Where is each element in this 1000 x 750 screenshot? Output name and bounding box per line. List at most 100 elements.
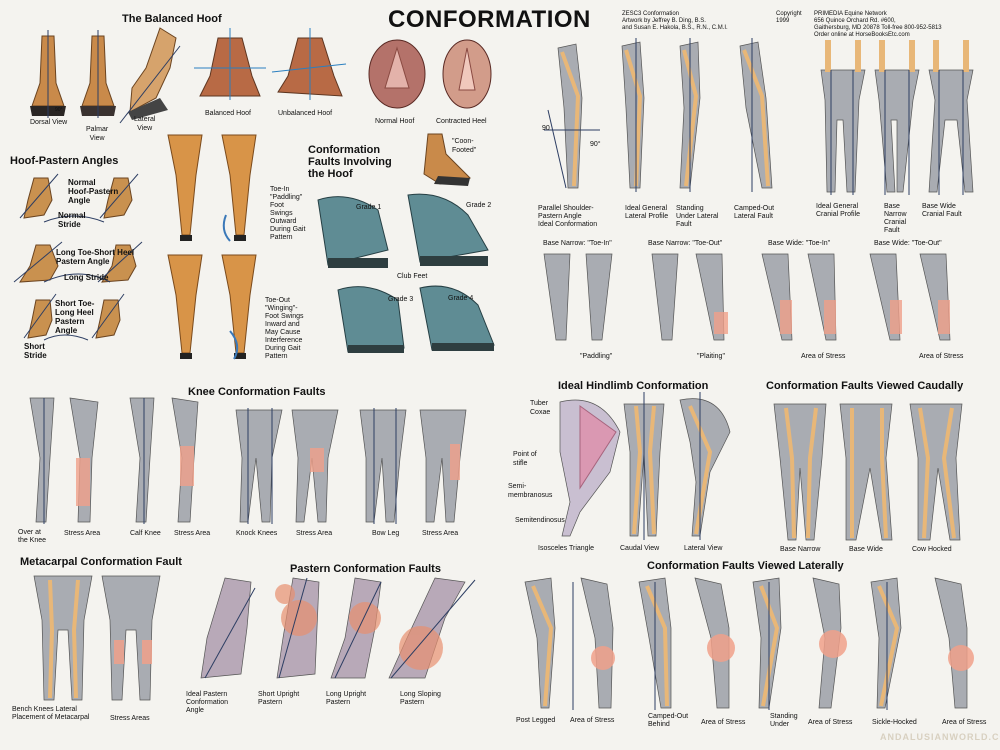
caudal-base-wide-label: Base Wide	[849, 546, 883, 553]
publisher-address: PRIMEDIA Equine Network 656 Quince Orcha…	[814, 11, 942, 38]
short-upright-label: Short Upright Pastern	[258, 691, 300, 706]
hindlimb-illustration	[559, 392, 731, 540]
toe-in-label: Toe-In "Paddling" Foot Swings Outward Du…	[270, 186, 306, 241]
pastern-heading: Pastern Conformation Faults	[290, 563, 441, 575]
standing-under-label: Standing Under Lateral Fault	[676, 205, 719, 228]
ideal-pastern-label: Ideal Pastern Conformation Angle	[186, 691, 229, 714]
lateral-view-hind-label: Lateral View	[684, 545, 723, 552]
bench-knees-label: Bench Knees Lateral Placement of Metacar…	[12, 706, 90, 721]
pastern-illustration	[200, 577, 476, 679]
knee-faults-illustration	[29, 397, 467, 524]
club-feet-label: Club Feet	[397, 273, 428, 280]
knee-stress-area-2: Stress Area	[174, 530, 211, 537]
grade-1-label: Grade 1	[356, 204, 382, 211]
cranial-profiles-illustration	[820, 40, 974, 195]
coon-footed-illustration	[423, 133, 472, 186]
coon-footed-label: "Coon- Footed"	[452, 138, 477, 154]
hoof-pastern-heading: Hoof-Pastern Angles	[10, 155, 119, 167]
metacarpal-stress-label: Stress Areas	[110, 715, 150, 722]
long-sloping-label: Long Sloping Pastern	[400, 691, 441, 706]
unbalanced-hoof-label: Unbalanced Hoof	[278, 110, 333, 117]
grade-2-label: Grade 2	[466, 202, 492, 209]
base-wide-toe-out-label: Base Wide: "Toe-Out"	[874, 240, 942, 247]
ideal-cranial-label: Ideal General Cranial Profile	[816, 203, 860, 218]
caudal-faults-illustration	[773, 403, 963, 541]
long-toe-label: Long Toe-Short Heel Pastern Angle	[56, 248, 135, 266]
long-stride-label: Long Stride	[64, 273, 109, 282]
publisher-credits: ZESC3 Conformation Artwork by Jeffrey B.…	[622, 11, 728, 31]
base-faults-illustration	[543, 253, 951, 341]
metacarpal-heading: Metacarpal Conformation Fault	[20, 556, 182, 568]
toe-faults-illustration	[167, 134, 257, 360]
short-toe-label: Short Toe- Long Heel Pastern Angle	[55, 299, 95, 335]
semitendinosus-label: Semitendinosus	[515, 517, 565, 524]
angle-90-label: 90	[542, 125, 550, 132]
base-narrow-toe-in-label: Base Narrow: "Toe-In"	[543, 240, 612, 247]
ideal-lateral-label: Ideal General Lateral Profile	[625, 205, 669, 220]
hoof-soles-illustration	[368, 39, 492, 109]
paddling-label: "Paddling"	[580, 353, 613, 360]
hoof-pastern-illustration	[13, 173, 143, 341]
cow-hocked-label: Cow Hocked	[912, 546, 952, 553]
base-wide-toe-in-label: Base Wide: "Toe-In"	[768, 240, 831, 247]
knee-stress-area-3: Stress Area	[296, 530, 333, 537]
normal-angle-label: Normal Hoof-Pastern Angle	[68, 178, 119, 205]
base-narrow-toe-out-label: Base Narrow: "Toe-Out"	[648, 240, 723, 247]
parallel-shoulder-label: Parallel Shoulder- Pastern Angle Ideal C…	[538, 205, 598, 228]
balanced-hoof-heading: The Balanced Hoof	[122, 13, 222, 25]
base-narrow-cranial-label: Base Narrow Cranial Fault	[884, 203, 907, 234]
tuber-coxae-label: Tuber Coxae	[530, 400, 551, 416]
over-at-knee-label: Over at the Knee	[18, 529, 47, 544]
knee-stress-area-1: Stress Area	[64, 530, 101, 537]
normal-hoof-label: Normal Hoof	[375, 118, 415, 125]
lateral-stress-area-1: Area of Stress	[570, 717, 615, 724]
grade-3-label: Grade 3	[388, 296, 414, 303]
standing-under-hind-label: Standing Under	[770, 713, 798, 728]
page-title: CONFORMATION	[388, 6, 591, 33]
semimembranosus-label: Semi- membranosus	[508, 483, 553, 499]
balanced-hoof-illustration	[30, 27, 347, 124]
watermark: ANDALUSIANWORLD.COM	[880, 732, 1000, 742]
hindlimb-heading: Ideal Hindlimb Conformation	[558, 380, 709, 392]
caudal-view-label: Caudal View	[620, 545, 660, 552]
normal-stride-label: Normal Stride	[58, 211, 86, 229]
knee-faults-heading: Knee Conformation Faults	[188, 386, 326, 398]
camped-out-behind-label: Camped-Out Behind	[648, 713, 689, 728]
post-legged-label: Post Legged	[516, 717, 556, 724]
balanced-hoof-label: Balanced Hoof	[205, 110, 251, 117]
area-of-stress-label-1: Area of Stress	[801, 353, 846, 360]
lateral-profiles-illustration	[544, 38, 773, 192]
plaiting-label: "Plaiting"	[697, 353, 725, 360]
base-wide-cranial-label: Base Wide Cranial Fault	[922, 203, 962, 218]
short-stride-label: Short Stride	[24, 342, 47, 360]
caudal-base-narrow-label: Base Narrow	[780, 546, 821, 553]
long-upright-label: Long Upright Pastern	[326, 691, 367, 706]
camped-out-label: Camped-Out Lateral Fault	[734, 205, 775, 220]
lateral-stress-area-3: Area of Stress	[808, 719, 853, 726]
grade-4-label: Grade 4	[448, 295, 474, 302]
hoof-angle-label: 90°	[55, 107, 63, 113]
hoof-faults-heading: Conformation Faults Involving the Hoof	[308, 144, 392, 180]
copyright-text: Copyright 1999	[776, 11, 802, 24]
lateral-view-label: Lateral View	[134, 116, 156, 132]
toe-out-label: Toe-Out "Winging"- Foot Swings Inward an…	[265, 297, 304, 360]
lateral-stress-area-4: Area of Stress	[942, 719, 987, 726]
calf-knee-label: Calf Knee	[130, 530, 161, 537]
knock-knees-label: Knock Knees	[236, 530, 278, 537]
lateral-faults-illustration	[524, 577, 974, 710]
palmar-view-label: Palmar View	[86, 126, 109, 142]
caudal-faults-heading: Conformation Faults Viewed Caudally	[766, 380, 964, 392]
club-feet-illustration	[317, 193, 495, 353]
area-of-stress-label-2: Area of Stress	[919, 353, 964, 360]
angle-90-degree-label: 90°	[590, 141, 601, 148]
sickle-hocked-label: Sickle-Hocked	[872, 719, 917, 726]
knee-stress-area-4: Stress Area	[422, 530, 459, 537]
contracted-heel-label: Contracted Heel	[436, 118, 487, 125]
dorsal-view-label: Dorsal View	[30, 119, 68, 126]
isosceles-triangle-label: Isosceles Triangle	[538, 545, 595, 552]
point-of-stifle-label: Point of stifle	[513, 451, 537, 467]
lateral-faults-heading: Conformation Faults Viewed Laterally	[647, 560, 844, 572]
bow-leg-label: Bow Leg	[372, 530, 400, 537]
lateral-stress-area-2: Area of Stress	[701, 719, 746, 726]
metacarpal-illustration	[33, 575, 161, 701]
